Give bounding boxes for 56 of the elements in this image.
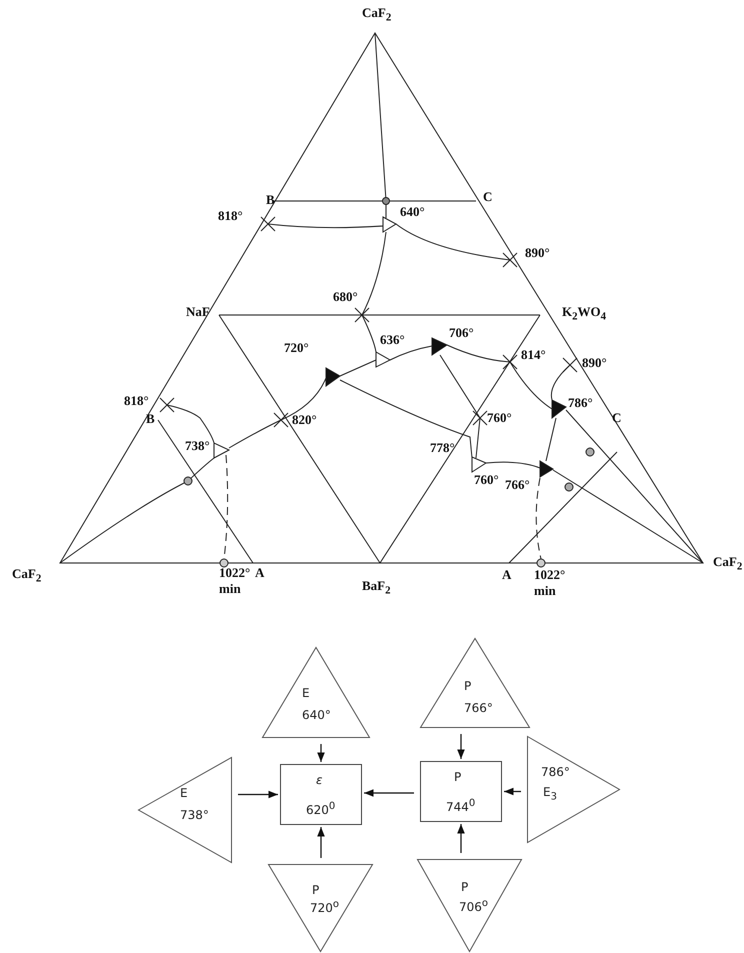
diagram-label: 1022° [534, 568, 566, 581]
diagram-label: 818° [218, 209, 243, 222]
diagram-label: 636° [380, 333, 405, 346]
diagram-label: BaF$_{2}$ [362, 579, 391, 596]
diagram-label: 738° [185, 439, 210, 452]
diagram-label: CaF$_{2}$ [713, 555, 742, 572]
diagram-label: 814° [521, 348, 546, 361]
node-text: 640° [302, 709, 331, 721]
diagram-label: C [483, 190, 492, 203]
diagram-label: 760° [487, 411, 512, 424]
node-text: P [464, 680, 472, 692]
arrow [457, 824, 465, 853]
diagram-label: 778° [430, 441, 455, 454]
diagram-label: B [266, 193, 275, 206]
diagram-label: min [219, 582, 241, 595]
diagram-label: 820° [292, 413, 317, 426]
diagram-label: NaF [186, 305, 210, 318]
node-text: 744$^{0}$ [446, 799, 476, 813]
diagram-label: 890° [582, 356, 607, 369]
arrow [317, 827, 325, 858]
diagram-label: CaF$_{2}$ [362, 6, 392, 24]
diagram-label: 890° [525, 246, 550, 259]
node-text: 706$^{o}$ [459, 899, 488, 913]
diagram-label: 818° [124, 394, 149, 407]
arrow [504, 788, 521, 796]
diagram-label: 1022° [219, 566, 250, 579]
node-text: 766° [464, 702, 493, 714]
node-text: 786° [541, 766, 570, 778]
diagram-label: 760° [474, 473, 499, 486]
node-text: ε [316, 774, 322, 786]
diagram-label: A [255, 566, 264, 579]
diagram-label: 680° [333, 290, 358, 303]
diagram-label: C [612, 411, 622, 424]
node-text: P [312, 884, 320, 896]
diagram-label: CaF$_{2}$ [12, 567, 42, 584]
diagram-label: 720° [284, 341, 309, 354]
diagram-label: 640° [400, 205, 425, 218]
node-text: 620$^{0}$ [306, 802, 336, 816]
diagram-label: K$_{2}$WO$_{4}$ [562, 305, 606, 322]
node-text: P [454, 771, 462, 783]
node-text: 720$^{o}$ [310, 900, 340, 914]
diagram-label: A [502, 568, 512, 581]
diagram-label: 766° [505, 478, 530, 491]
node-text: E$_{3}$ [543, 786, 557, 802]
node-text: P [461, 881, 468, 893]
diagram-label: 706° [449, 326, 474, 339]
node-text: E [180, 787, 188, 799]
arrow [457, 734, 465, 759]
arrow [364, 789, 414, 797]
node-text: E [302, 687, 310, 699]
arrow [238, 790, 278, 798]
diagram-label: B [146, 412, 155, 425]
node-text: 738° [180, 809, 209, 821]
diagram-label: min [534, 584, 556, 597]
arrow [317, 744, 325, 762]
diagram-label: 786° [568, 396, 593, 409]
